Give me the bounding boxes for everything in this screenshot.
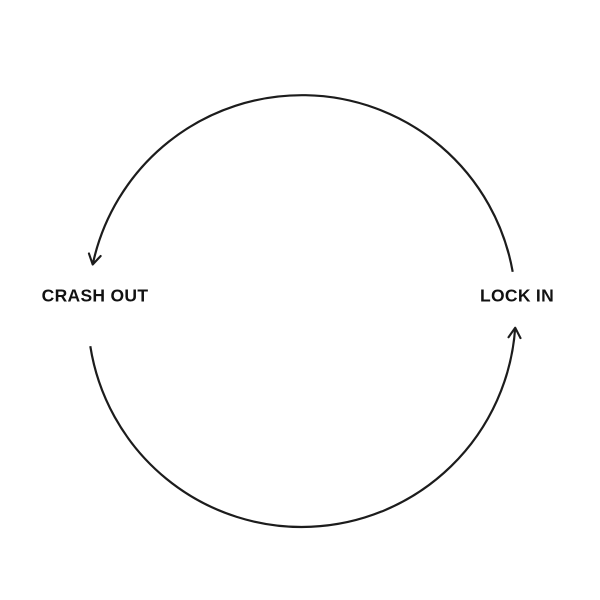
edge-bottom-arc-crashout-to-lockin [89,326,522,529]
node-label-crash-out: CRASH OUT [41,285,149,306]
node-label-lock-in: LOCK IN [479,285,555,306]
edge-top-arc-lockin-to-crashout [87,94,514,272]
